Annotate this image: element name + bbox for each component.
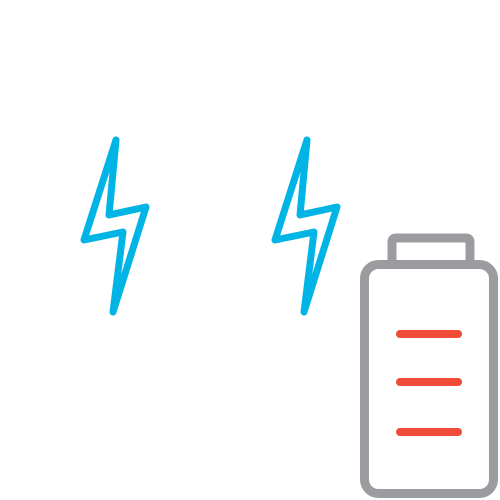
battery-icon [360, 233, 498, 498]
lightning-bolt-icon [271, 136, 341, 316]
battery-body [360, 260, 498, 498]
lightning-bolt-icon [80, 136, 150, 316]
battery-cap [387, 233, 475, 267]
